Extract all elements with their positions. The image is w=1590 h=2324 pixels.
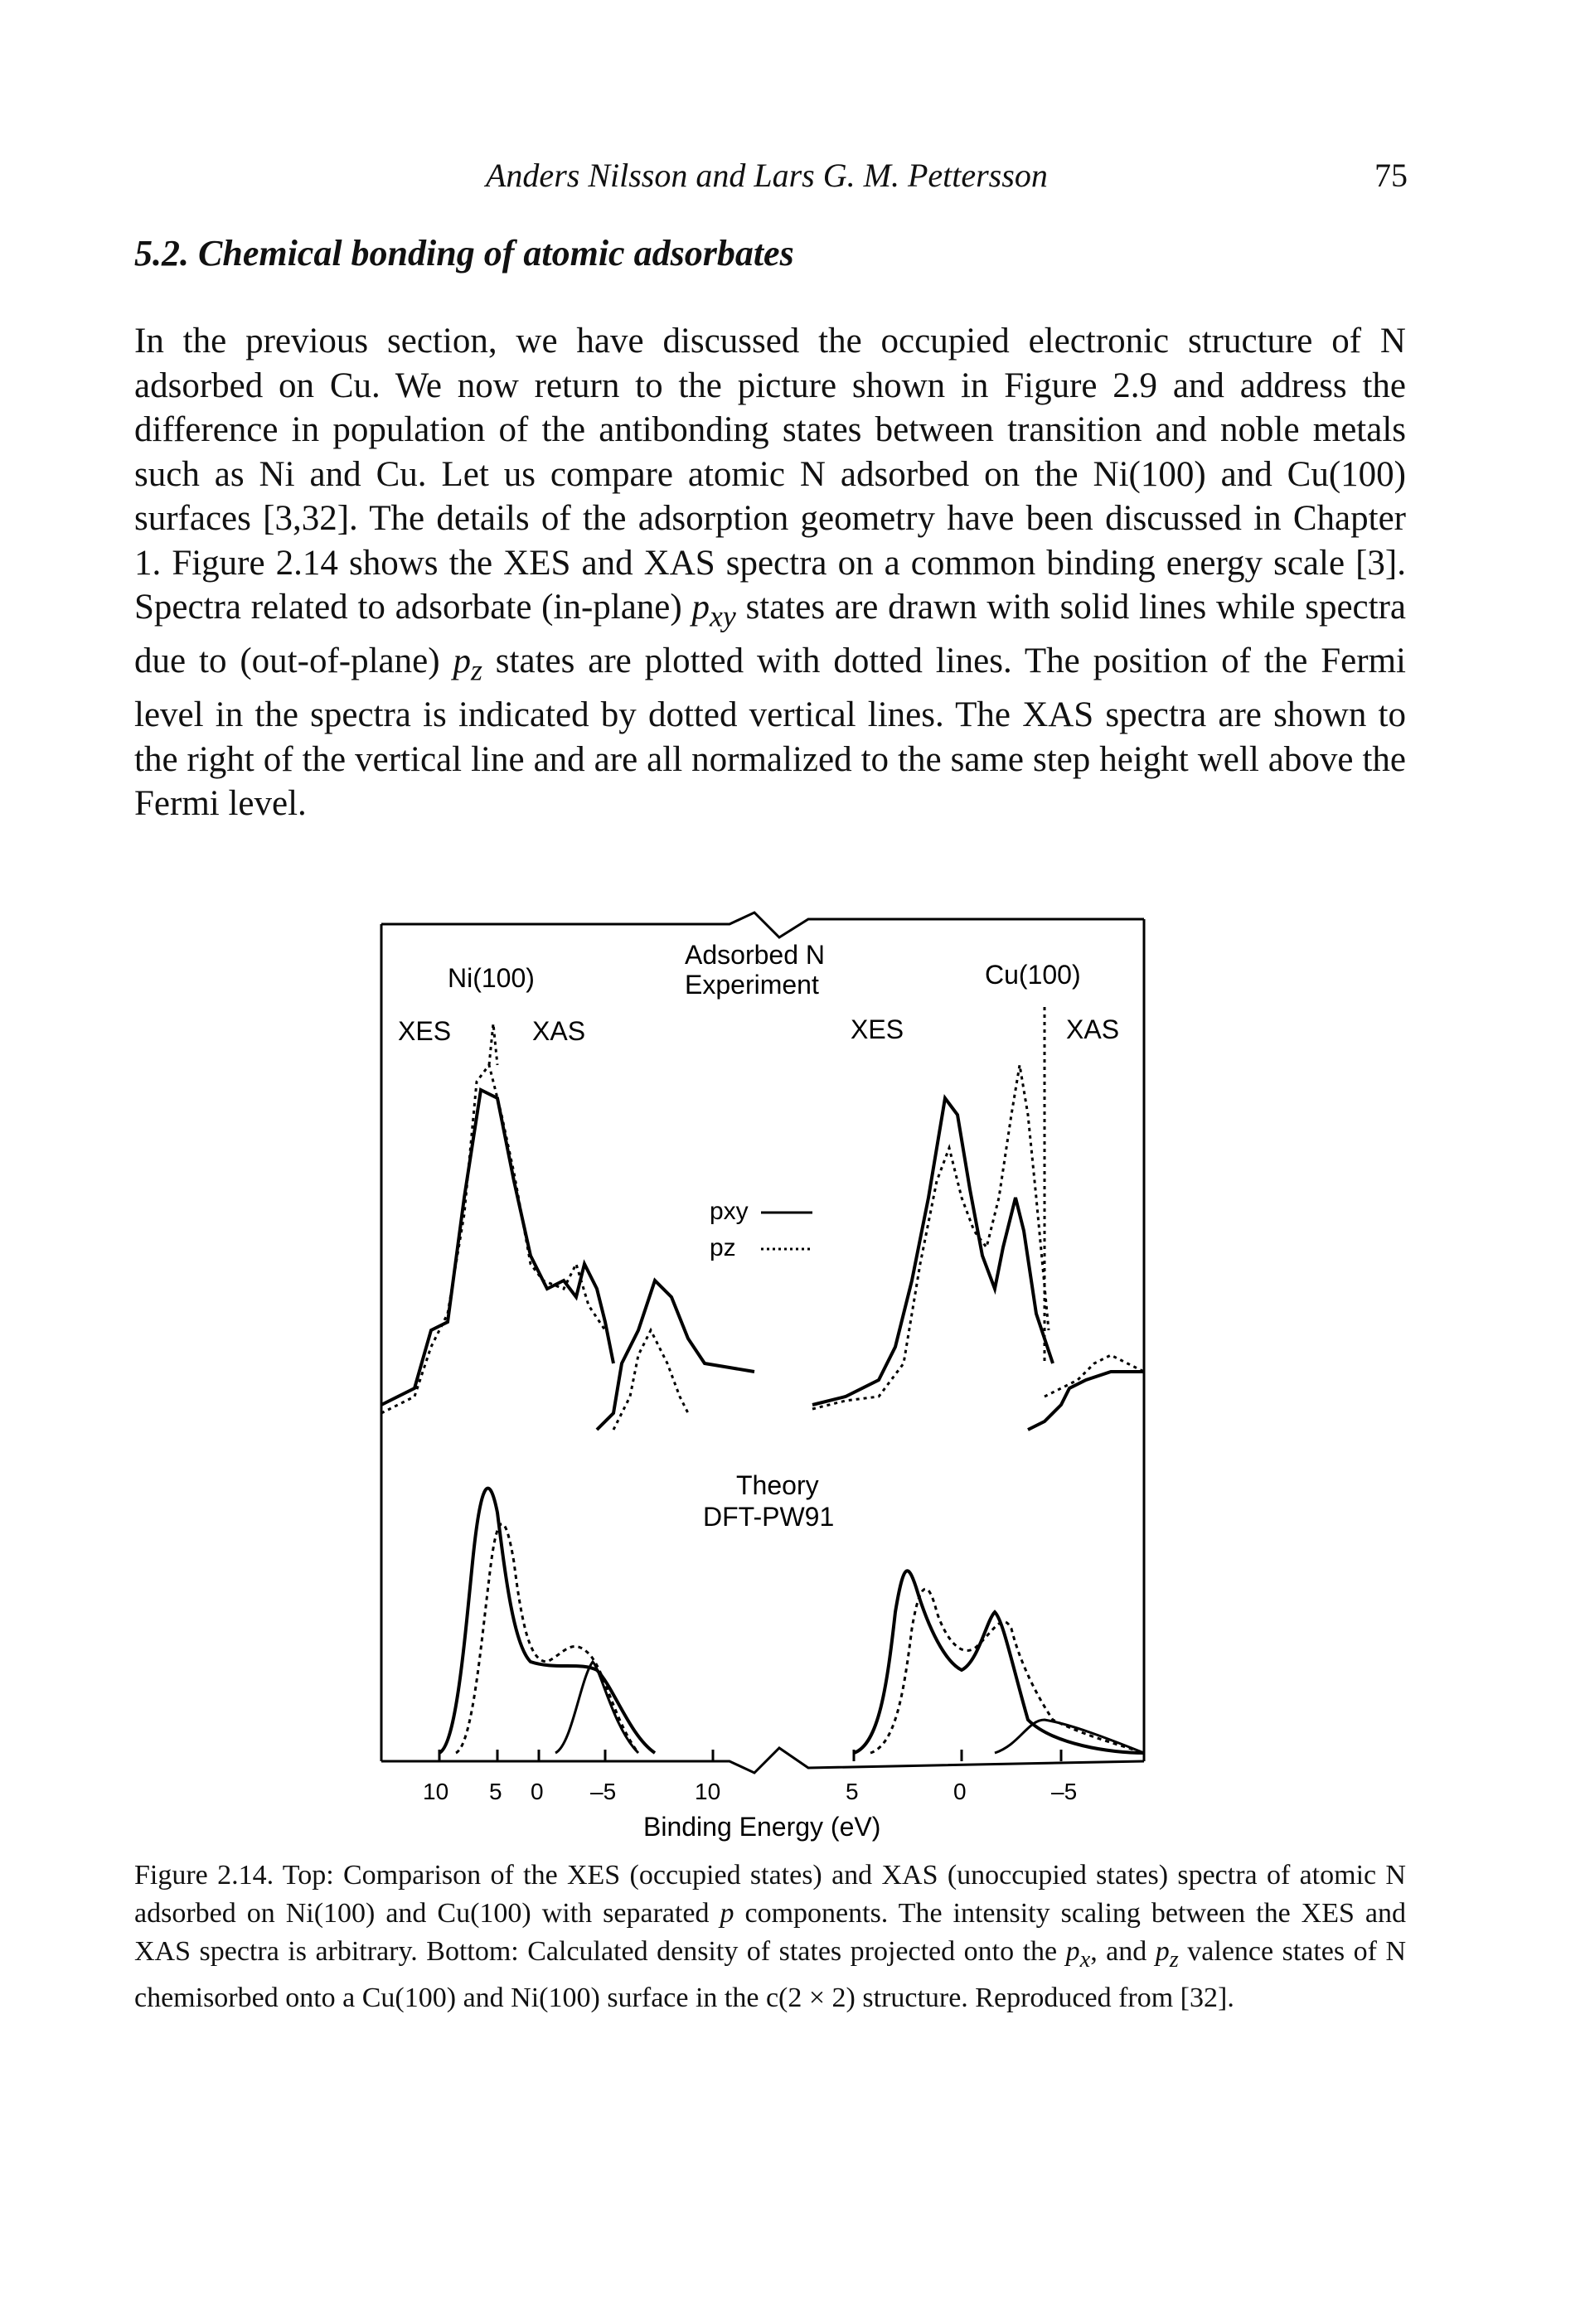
paragraph-part-2: states are drawn with solid lines while … (134, 588, 1406, 681)
cu-xas-pxy (1027, 1370, 1144, 1431)
theory-title-line1: Theory (736, 1470, 819, 1500)
cu-xes-experiment (812, 1007, 1054, 1411)
body-paragraph: In the previous section, we have discuss… (134, 319, 1406, 826)
running-head-authors: Anders Nilsson and Lars G. M. Pettersson (486, 157, 1048, 194)
tick-label: 10 (423, 1779, 448, 1804)
cu-xes-label: XES (851, 1014, 904, 1044)
figure-plot: Ni(100) XES XAS Adsorbed N Experiment Cu… (380, 911, 1146, 1842)
paragraph-part-1: In the previous section, we have discuss… (134, 322, 1406, 627)
ni-xas-experiment (595, 1277, 755, 1431)
tick-label: 0 (531, 1779, 544, 1804)
ni-theory-pz (455, 1523, 640, 1755)
axis-ticks (438, 1750, 1063, 1761)
legend-pz-label: pz (710, 1234, 736, 1261)
ni-xes-pz (381, 1062, 607, 1415)
tick-labels: 10 5 0 –5 10 5 0 –5 (423, 1779, 1077, 1804)
experiment-title-line1: Adsorbed N (685, 940, 825, 970)
tick-label: 5 (489, 1779, 502, 1804)
tick-label: 10 (695, 1779, 720, 1804)
cu-xas-label: XAS (1066, 1014, 1119, 1044)
paragraph-part-3: states are plotted with dotted lines. Th… (134, 642, 1406, 824)
ni-theory (438, 1486, 657, 1755)
section-title: Chemical bonding of atomic adsorbates (198, 233, 794, 274)
legend-pxy-label: pxy (710, 1198, 749, 1225)
pxy-symbol: pxy (691, 588, 736, 633)
ni-fermi-line (487, 1023, 499, 1066)
cu-label: Cu(100) (985, 960, 1081, 990)
cu-theory-pz (870, 1587, 1145, 1755)
cu-theory-pxy (853, 1569, 1145, 1755)
experiment-title-line2: Experiment (685, 970, 819, 1000)
ni-xes-pxy (381, 1087, 615, 1407)
cu-theory (853, 1569, 1145, 1755)
figure-2-14: Ni(100) XES XAS Adsorbed N Experiment Cu… (365, 899, 1243, 1857)
ni-xes-label: XES (398, 1016, 451, 1046)
pz-symbol: pz (453, 642, 482, 687)
figure-frame (380, 911, 1146, 1774)
tick-label: 5 (846, 1779, 859, 1804)
ni-theory-xas (555, 1659, 640, 1755)
tick-label: –5 (1051, 1779, 1077, 1804)
ni-xas-label: XAS (532, 1016, 585, 1046)
cu-xas-experiment (1027, 1353, 1145, 1431)
page-number: 75 (1374, 157, 1408, 194)
ni-label: Ni(100) (448, 963, 535, 993)
figure-caption: Figure 2.14. Top: Comparison of the XES … (134, 1860, 1406, 2013)
cu-xes-pxy (812, 1094, 1054, 1407)
ni-xas-pz (612, 1327, 690, 1431)
cu-xes-pz (812, 1064, 1050, 1411)
theory-title-line2: DFT-PW91 (703, 1502, 834, 1532)
cu-xas-pz (1044, 1353, 1145, 1398)
ni-xas-pxy (595, 1277, 755, 1431)
frame-bottom-edge (381, 1746, 1145, 1774)
tick-label: –5 (590, 1779, 616, 1804)
running-head: Anders Nilsson and Lars G. M. Pettersson… (0, 156, 1590, 197)
frame-top-edge (381, 911, 1144, 939)
ni-xes-experiment (381, 1023, 615, 1415)
cu-theory-xas (994, 1718, 1145, 1755)
x-axis-label: Binding Energy (eV) (643, 1812, 880, 1842)
section-number: 5.2. (134, 233, 189, 274)
section-heading: 5.2. Chemical bonding of atomic adsorbat… (134, 232, 794, 274)
tick-label: 0 (953, 1779, 967, 1804)
